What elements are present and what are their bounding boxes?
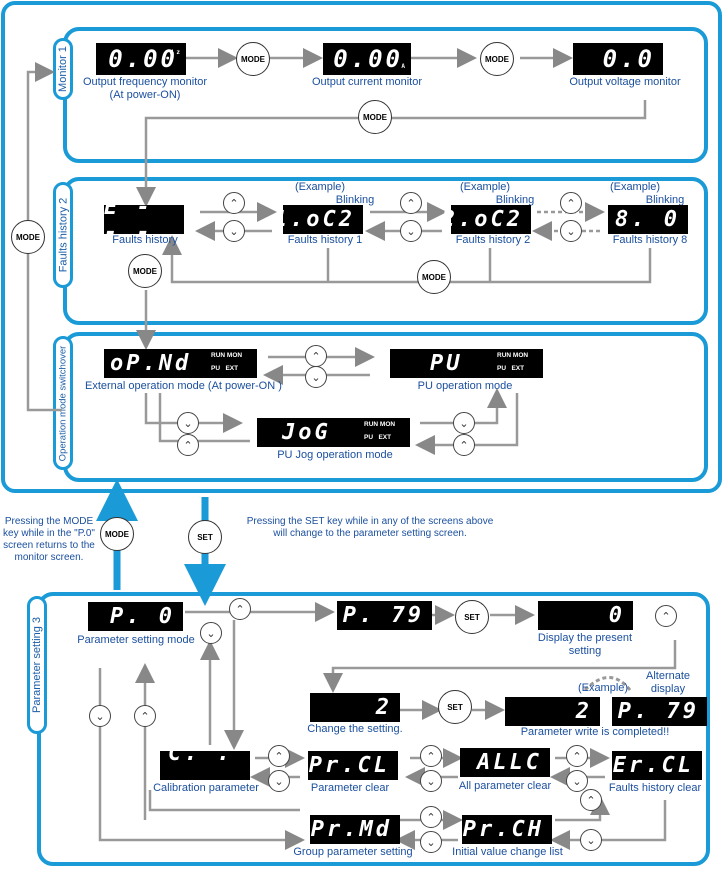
down-key-prch[interactable]: ⌄ [580, 829, 602, 851]
down-key-p1[interactable]: ⌄ [200, 622, 222, 644]
mode-key-1[interactable]: MODE [236, 42, 270, 76]
down-key-f3[interactable]: ⌄ [560, 220, 582, 242]
jog-mode-display: JoG RUN MON PU EXT [257, 418, 410, 447]
external-mode-label: External operation mode (At power-ON ) [85, 380, 282, 392]
output-current-label: Output current monitor [311, 76, 423, 88]
faults-history-8-display: 8. 0 [608, 205, 688, 234]
up-key-op3[interactable]: ⌃ [453, 434, 475, 456]
up-key-prcl[interactable]: ⌃ [420, 745, 442, 767]
calibration-display: C. . . [160, 741, 250, 791]
group-parameter-label: Group parameter setting [293, 846, 413, 858]
up-key-op1[interactable]: ⌃ [305, 345, 327, 367]
mode-key-left[interactable]: MODE [11, 220, 45, 254]
down-key-f1[interactable]: ⌄ [223, 220, 245, 242]
faults-history-clear-display: Er.CL [612, 751, 702, 780]
up-key-p1[interactable]: ⌃ [229, 598, 251, 620]
group-parameter-display: Pr.Md [310, 815, 400, 844]
write-complete-display: 2 [505, 697, 600, 726]
output-frequency-label: Output frequency monitor(At power-ON) [82, 76, 208, 101]
up-key-prmd[interactable]: ⌃ [420, 806, 442, 828]
output-voltage-label: Output voltage monitor [569, 76, 681, 88]
pu-mode-display: PU RUN MON PU EXT [390, 349, 543, 378]
write-complete-label: Parameter write is completed!! [520, 726, 670, 738]
faults-history-display: E - - - [104, 195, 184, 245]
all-parameter-clear-label: All parameter clear [458, 780, 552, 792]
blinking-label-2: Blinking [495, 194, 535, 206]
parameter-setting-tab[interactable]: Parameter setting 3 [27, 596, 47, 734]
monitor-group-frame [1, 1, 722, 493]
down-key-op1[interactable]: ⌄ [305, 366, 327, 388]
blinking-label-8: Blinking [645, 194, 685, 206]
mode-key-3[interactable]: MODE [358, 100, 392, 134]
pu-mode-label: PU operation mode [417, 380, 513, 392]
external-mode-display: oP.Nd RUN MON PU EXT [104, 349, 257, 378]
all-parameter-clear-display: ALLC [460, 748, 550, 777]
mode-key-faults-1[interactable]: MODE [128, 254, 162, 288]
up-key-prch[interactable]: ⌃ [580, 789, 602, 811]
present-setting-display: 0 [538, 601, 633, 630]
faults-history-2-label: Faults history 2 [455, 234, 531, 246]
up-key-f2[interactable]: ⌃ [400, 192, 422, 214]
down-key-prmd[interactable]: ⌄ [420, 831, 442, 853]
parameter-mode-display: P. 0 [88, 602, 183, 631]
set-key-1[interactable]: SET [455, 600, 489, 634]
up-key-f3[interactable]: ⌃ [560, 192, 582, 214]
faults-history-clear-label: Faults history clear [608, 782, 702, 794]
faults-history-label: Faults history [112, 234, 178, 246]
up-key-p2[interactable]: ⌃ [655, 605, 677, 627]
up-key-allc[interactable]: ⌃ [566, 745, 588, 767]
down-key-op2[interactable]: ⌄ [177, 412, 199, 434]
example-label-param: (Example) [577, 682, 629, 694]
change-setting-label: Change the setting. [307, 723, 403, 735]
mode-key-faults-2[interactable]: MODE [417, 260, 451, 294]
operation-mode-tab[interactable]: Operation mode switchover [53, 336, 73, 470]
initial-value-list-display: Pr.CH [462, 815, 552, 844]
up-key-op2[interactable]: ⌃ [177, 434, 199, 456]
faults-history-8-label: Faults history 8 [612, 234, 688, 246]
change-setting-display: 2 [310, 693, 400, 722]
alternate-p79-display: P. 79 [612, 697, 707, 726]
example-label-1: (Example) [294, 181, 346, 193]
up-key-left[interactable]: ⌃ [134, 705, 156, 727]
output-voltage-display: 0.0 [573, 43, 663, 75]
parameter-clear-display: Pr.CL [308, 751, 398, 780]
mode-key-transfer[interactable]: MODE [100, 517, 134, 551]
faults-history-1-label: Faults history 1 [287, 234, 363, 246]
set-note: Pressing the SET key while in any of the… [246, 516, 494, 539]
example-label-2: (Example) [459, 181, 511, 193]
initial-value-list-label: Initial value change list [452, 846, 563, 858]
down-key-op3[interactable]: ⌄ [453, 412, 475, 434]
faults-history-2-display: 2.oC2 [442, 205, 531, 234]
down-key-allc[interactable]: ⌄ [566, 770, 588, 792]
down-key-left[interactable]: ⌄ [89, 705, 111, 727]
blinking-label-1: Blinking [335, 194, 375, 206]
calibration-label: Calibration parameter [153, 782, 259, 794]
up-key-f1[interactable]: ⌃ [223, 192, 245, 214]
faults-history-1-display: 1.oC2 [274, 205, 363, 234]
down-key-cal[interactable]: ⌄ [268, 770, 290, 792]
mode-key-2[interactable]: MODE [480, 42, 514, 76]
down-key-f2[interactable]: ⌄ [400, 220, 422, 242]
down-key-prcl[interactable]: ⌄ [420, 770, 442, 792]
example-label-8: (Example) [609, 181, 661, 193]
parameter-clear-label: Parameter clear [310, 782, 390, 794]
p79-display: P. 79 [337, 601, 432, 630]
up-key-cal[interactable]: ⌃ [268, 745, 290, 767]
mode-return-note: Pressing the MODE key while in the "P.0"… [3, 516, 95, 563]
faults-history-tab[interactable]: Faults history 2 [53, 182, 73, 288]
set-key-2[interactable]: SET [438, 690, 472, 724]
parameter-mode-label: Parameter setting mode [77, 634, 195, 646]
jog-mode-label: PU Jog operation mode [277, 449, 393, 461]
set-key-transfer[interactable]: SET [188, 520, 222, 554]
